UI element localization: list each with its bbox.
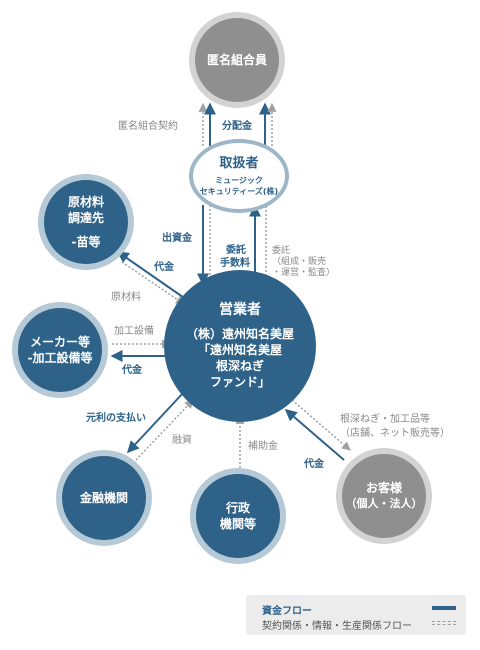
products-label-2: （店舗、ネット販売等） xyxy=(340,428,450,439)
commission-info-label-3: ・運営・監査） xyxy=(272,268,336,278)
commission-money-label-2: 手数料 xyxy=(220,258,250,269)
supplier-payment-label: 代金 xyxy=(154,262,174,273)
legend-info-swatch xyxy=(432,621,456,625)
financing-label: 融資 xyxy=(172,435,192,446)
suppliers-node: 原材料 調達先 -苗等 xyxy=(38,174,134,270)
contract-label: 匿名組合契約 xyxy=(118,121,178,132)
equipment-label: 加工設備 xyxy=(114,326,154,337)
customer-payment-line xyxy=(284,409,345,461)
products-label-1: 根深ねぎ・加工品等 xyxy=(340,414,430,425)
suppliers-line-1: 原材料 xyxy=(67,195,104,209)
makers-node: メーカー等 -加工設備等 xyxy=(12,302,108,398)
makers-line-1: メーカー等 xyxy=(29,335,90,349)
finance-node: 金融機関 xyxy=(56,450,152,546)
product-line xyxy=(291,399,351,451)
dealer-title: 取扱者 xyxy=(219,155,259,171)
financing-line xyxy=(135,399,194,461)
legend-money-label: 資金フロー xyxy=(262,606,312,617)
repayment-line xyxy=(126,391,185,454)
legend-money-swatch xyxy=(432,606,456,610)
operator-node: 営業者 （株）遠州知名美屋 「遠州知名美屋 根深ねぎ ファンド」 xyxy=(164,270,316,422)
operator-line-4: ファンド」 xyxy=(209,375,270,389)
suppliers-line-2: 調達先 xyxy=(67,211,104,225)
customers-line-1: お客様 xyxy=(365,481,402,495)
investors-label: 匿名組合員 xyxy=(206,53,267,67)
investment-label: 出資金 xyxy=(162,233,192,244)
repayment-label: 元利の支払い xyxy=(86,413,146,424)
commission-money-label-1: 委託 xyxy=(226,245,246,256)
dealer-node: 取扱者 ミュージック セキュリティーズ(株) xyxy=(189,139,289,213)
operator-line-3: 根深ねぎ xyxy=(215,359,264,373)
operator-line-2: 「遠州知名美屋 xyxy=(197,343,282,357)
legend-info-label: 契約関係・情報・生産関係フロー xyxy=(262,621,412,632)
operator-line-1: （株）遠州知名美屋 xyxy=(185,327,294,341)
customer-payment-label: 代金 xyxy=(304,459,324,470)
commission-info-label-1: 委託 xyxy=(272,246,291,256)
raw-material-line xyxy=(121,261,185,305)
subsidy-label: 補助金 xyxy=(248,441,278,452)
customers-node: お客様 （個人・法人） xyxy=(336,448,432,544)
investors-node: 匿名組合員 xyxy=(189,12,285,108)
legend: 資金フロー 契約関係・情報・生産関係フロー xyxy=(246,595,466,635)
dealer-sub-1: ミュージック xyxy=(215,175,263,185)
dividend-label: 分配金 xyxy=(222,121,252,132)
government-line-1: 行政 xyxy=(225,501,250,515)
operator-title: 営業者 xyxy=(219,302,261,318)
raw-materials-label: 原材料 xyxy=(111,292,141,303)
finance-label: 金融機関 xyxy=(79,491,128,505)
dealer-sub-2: セキュリティーズ(株) xyxy=(199,186,279,196)
maker-payment-label: 代金 xyxy=(122,365,142,376)
government-node: 行政 機関等 xyxy=(190,468,286,564)
commission-info-label-2: （組成・販売 xyxy=(272,257,327,267)
customers-line-2: （個人・法人） xyxy=(345,497,423,510)
government-line-2: 機関等 xyxy=(219,517,256,531)
supplier-payment-line xyxy=(116,251,191,303)
suppliers-line-4: -苗等 xyxy=(71,235,101,249)
makers-line-2: -加工設備等 xyxy=(27,351,93,365)
